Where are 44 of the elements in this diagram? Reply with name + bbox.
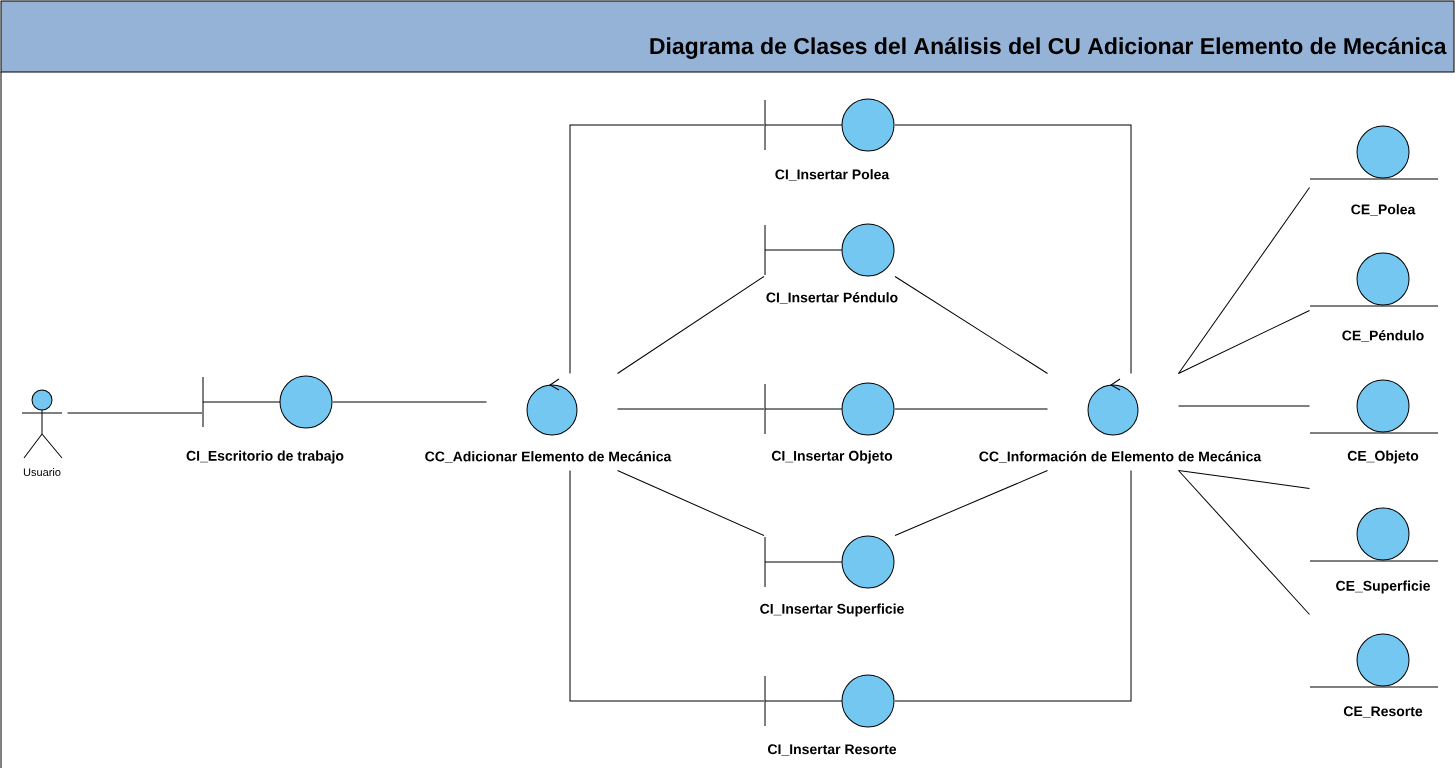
entity-class: CE_Polea: [1309, 125, 1439, 217]
association-line: [894, 408, 1048, 410]
node-label: CI_Insertar Polea: [775, 169, 890, 181]
entity-class: CE_Péndulo: [1309, 252, 1439, 343]
association-line: [67, 412, 203, 414]
entity-class: CE_Resorte: [1309, 633, 1439, 719]
association-line: [569, 470, 765, 702]
node-label: CI_Insertar Objeto: [771, 450, 893, 464]
entity-class: CE_Superficie: [1309, 507, 1439, 595]
node-label: CE_Objeto: [1347, 450, 1419, 464]
node-label: CC_Información de Elemento de Mecánica: [979, 451, 1262, 463]
boundary-class: CI_Escritorio de trabajo: [185, 375, 345, 465]
association-line: [1178, 310, 1310, 374]
association-line: [1178, 405, 1310, 407]
boundary-class: CI_Insertar Objeto: [764, 382, 895, 465]
association-line: [894, 124, 1132, 374]
association-line: [894, 276, 1048, 374]
node-label: CI_Escritorio de trabajo: [186, 450, 344, 464]
node-label: CI_Insertar Resorte: [768, 744, 897, 756]
association-line: [617, 276, 765, 374]
control-class: CC_Información de Elemento de Mecánica: [977, 378, 1263, 464]
association-line: [1178, 187, 1310, 374]
association-line: [1178, 470, 1310, 489]
entity-class: CE_Objeto: [1309, 379, 1439, 465]
association-line: [894, 470, 1048, 536]
association-line: [332, 401, 487, 403]
association-line: [569, 124, 765, 374]
boundary-class: CI_Insertar Resorte: [764, 674, 898, 757]
node-label: CI_Insertar Péndulo: [766, 292, 898, 304]
boundary-class: CI_Insertar Péndulo: [764, 223, 900, 305]
association-line: [894, 470, 1132, 702]
node-label: CE_Resorte: [1343, 706, 1423, 718]
node-label: CE_Superficie: [1336, 580, 1430, 594]
node-label: CE_Polea: [1351, 204, 1416, 216]
boundary-class: CI_Insertar Superficie: [758, 535, 906, 618]
node-label: CI_Insertar Superficie: [760, 603, 904, 617]
node-label: CC_Adicionar Elemento de Mecánica: [425, 451, 672, 463]
boundary-class: CI_Insertar Polea: [764, 98, 895, 182]
node-label: CE_Péndulo: [1342, 330, 1424, 342]
control-class: CC_Adicionar Elemento de Mecánica: [423, 378, 673, 464]
association-line: [617, 470, 765, 536]
association-line: [617, 408, 765, 410]
association-line: [1178, 470, 1310, 615]
diagram-title: Diagrama de Clases del Análisis del CU Adicionar Elemento de Mecánica: [650, 37, 1447, 59]
